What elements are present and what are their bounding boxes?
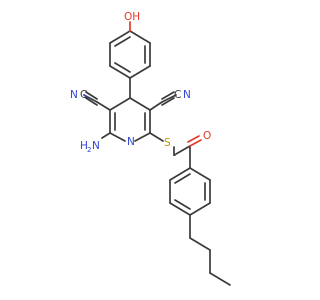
nitrile-right-n-label: N xyxy=(183,89,191,101)
amino-h-label: H xyxy=(80,140,88,152)
ketone-o-label: O xyxy=(203,130,211,142)
ketone xyxy=(187,135,202,169)
amino-bond xyxy=(101,132,111,139)
nitrile-left-n-label: N xyxy=(70,89,78,101)
pyridine-n-label: N xyxy=(127,136,135,148)
nitrile-right-c-label: C xyxy=(174,89,181,101)
nitrile-right xyxy=(149,91,177,111)
amino-sub-label: 2 xyxy=(87,146,91,154)
thioether-chain xyxy=(149,132,191,156)
nitrile-left-c-label: C xyxy=(80,89,87,101)
atom-labels: OH N C C N H 2 N N S O xyxy=(70,11,211,154)
pyridine-ring xyxy=(109,97,151,142)
butylphenyl-ring xyxy=(169,167,211,216)
butyl-chain xyxy=(189,214,231,286)
molecule-diagram: OH N C C N H 2 N N S O xyxy=(70,11,231,286)
nitrile-left xyxy=(83,91,111,111)
hydroxyl-label: OH xyxy=(124,11,140,23)
sulfur-label: S xyxy=(164,137,171,149)
amino-n-label: N xyxy=(92,140,100,152)
hydroxyphenyl-ring xyxy=(109,21,151,79)
